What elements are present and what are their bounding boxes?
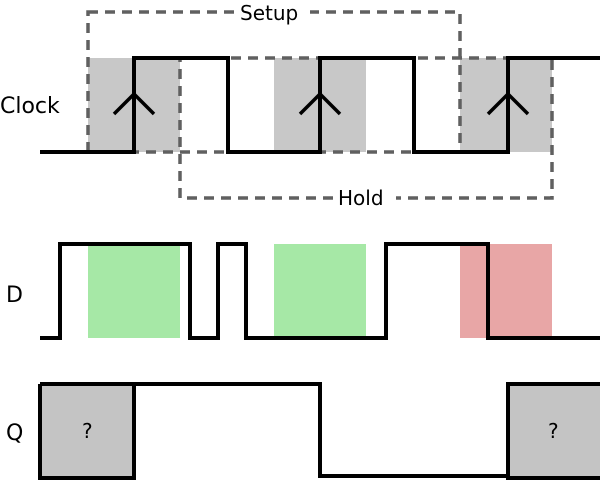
d-label: D <box>6 283 23 308</box>
q-unknown-outline-left <box>38 384 136 480</box>
rising-edge-arrow-2 <box>298 91 342 116</box>
d-stable-region-2 <box>274 244 366 338</box>
hold-label: Hold <box>338 186 384 210</box>
clock-signal <box>40 56 600 154</box>
d-highlights <box>88 244 552 338</box>
setup-label: Setup <box>240 1 298 25</box>
q-unknown-mark-2: ? <box>548 419 559 443</box>
q-unknown-regions: ? ? <box>42 384 600 477</box>
d-stable-region-1 <box>88 244 180 338</box>
setup-label-backdrop <box>238 2 310 24</box>
q-unknown-region-1 <box>42 384 134 477</box>
d-waveform <box>40 242 600 340</box>
q-unknown-mark-1: ? <box>82 419 93 443</box>
clock-label: Clock <box>0 94 60 119</box>
q-label: Q <box>6 421 23 446</box>
q-unknown-outline-right <box>506 384 600 480</box>
rising-edge-arrow-3 <box>486 91 530 116</box>
d-violation-region <box>460 244 552 338</box>
q-unknown-region-2 <box>508 384 600 477</box>
rising-edge-arrow-1 <box>112 91 156 116</box>
hold-label-backdrop <box>336 187 396 209</box>
clock-waveform <box>40 56 600 154</box>
